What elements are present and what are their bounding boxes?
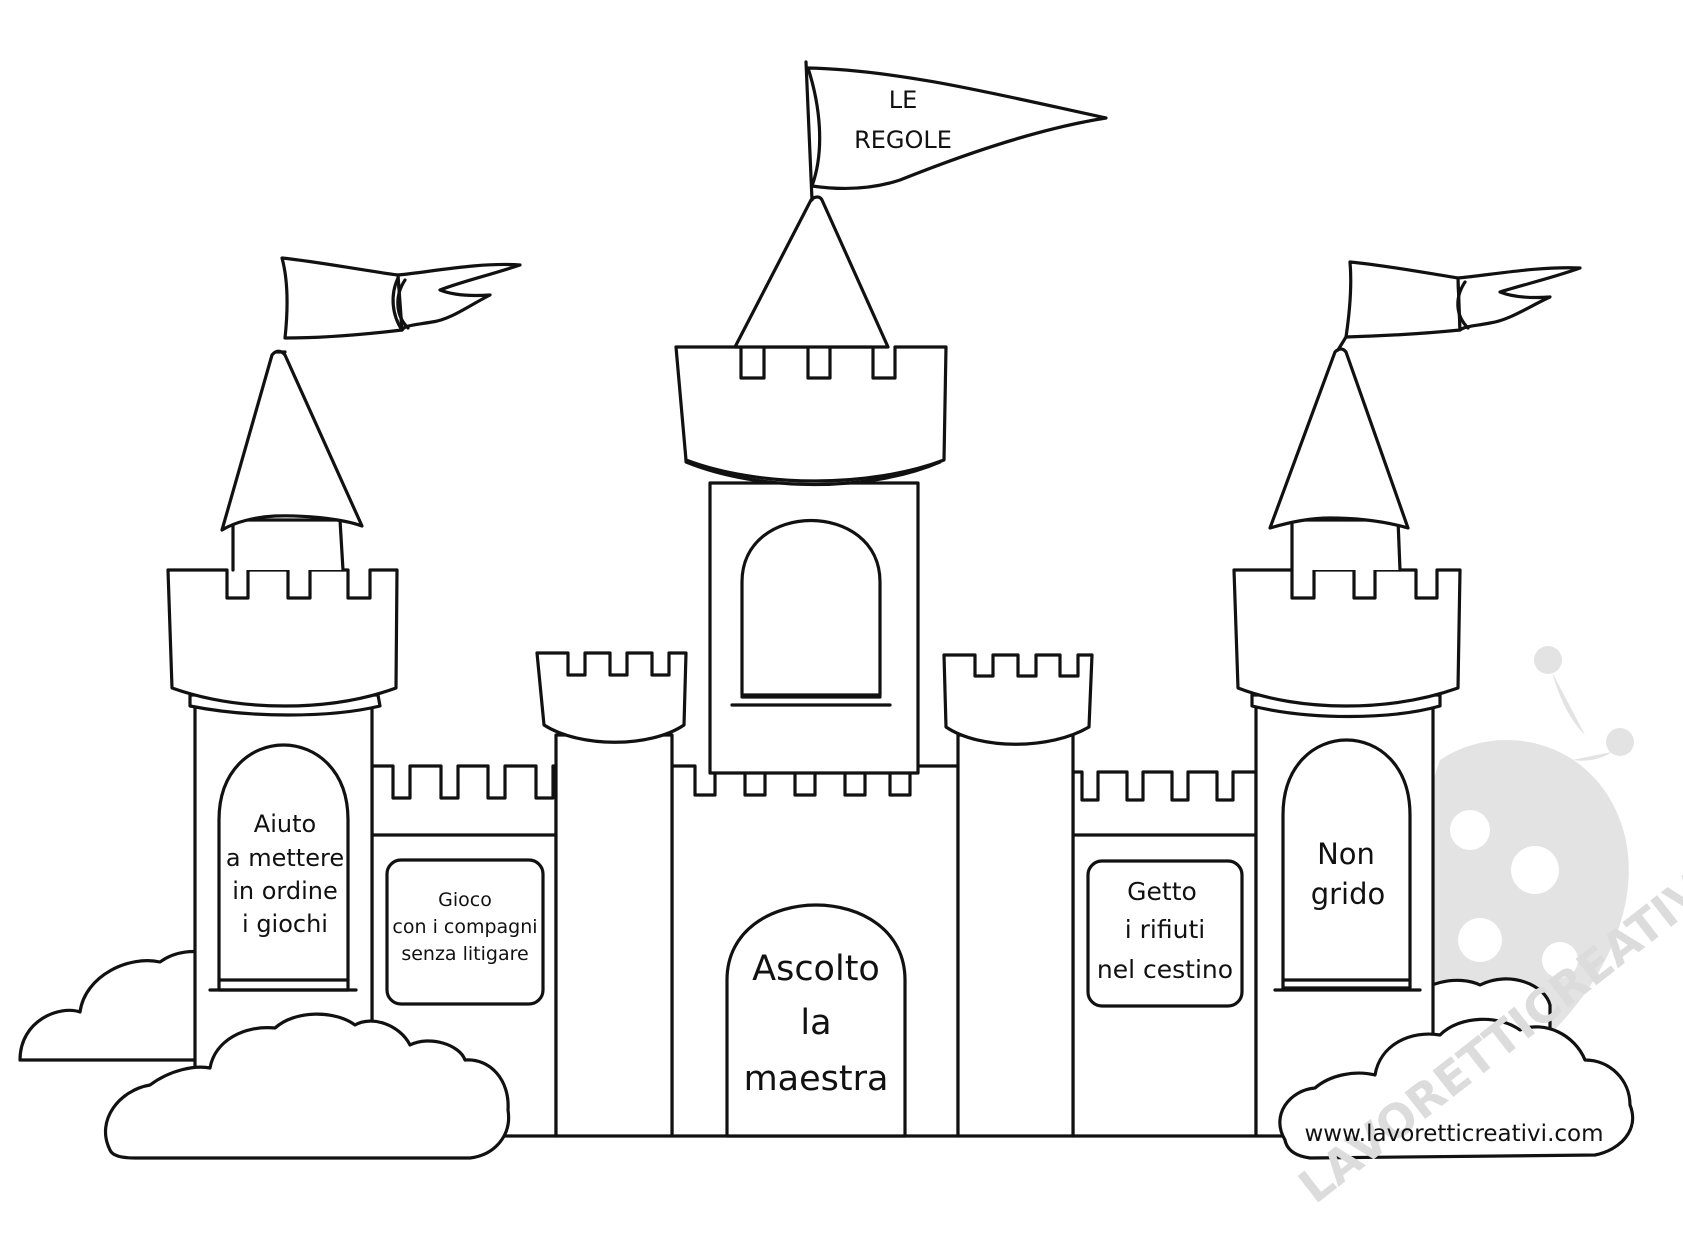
website-credit: www.lavoretticreativi.com <box>1304 1121 1603 1147</box>
rule-left-tower-line2: a mettere <box>226 844 344 872</box>
rule-right-wall: Getto i rifiuti nel cestino <box>1097 877 1233 984</box>
right-flag <box>1336 260 1582 352</box>
rule-left-tower-line4: i giochi <box>242 910 328 938</box>
left-flag <box>274 256 522 354</box>
rule-right-tower: Non grido <box>1311 837 1386 911</box>
central-tower <box>674 195 948 775</box>
right-tower <box>1232 347 1462 1138</box>
rule-left-tower-line1: Aiuto <box>254 810 316 838</box>
rule-right-wall-line3: nel cestino <box>1097 955 1233 984</box>
rule-left-tower: Aiuto a mettere in ordine i giochi <box>226 810 344 938</box>
flag-label-line1: LE <box>889 86 918 114</box>
rule-right-tower-line1: Non <box>1317 837 1375 871</box>
right-front-cloud <box>1278 1017 1635 1160</box>
rule-right-wall-line1: Getto <box>1127 877 1197 906</box>
left-inner-tower <box>535 651 688 1138</box>
flag-label-line2: REGOLE <box>854 126 952 154</box>
rule-right-tower-line2: grido <box>1311 877 1386 911</box>
rule-right-wall-line2: i rifiuti <box>1125 915 1205 944</box>
left-curtain-wall <box>370 764 558 1138</box>
rule-door: Ascolto la maestra <box>744 949 889 1099</box>
central-flag <box>804 60 1108 202</box>
rule-door-line1: Ascolto <box>752 949 880 989</box>
rule-left-wall-line3: senza litigare <box>401 943 528 965</box>
flag-label: LE REGOLE <box>854 86 952 154</box>
rule-left-wall-line2: con i compagni <box>392 916 537 938</box>
right-inner-tower <box>942 653 1094 1138</box>
rule-left-wall: Gioco con i compagni senza litigare <box>392 889 537 965</box>
central-keep-wall <box>670 764 960 1138</box>
right-curtain-wall <box>1071 770 1258 1138</box>
rule-door-line3: maestra <box>744 1059 889 1099</box>
rule-left-wall-line1: Gioco <box>438 889 492 911</box>
rule-door-line2: la <box>800 1003 831 1043</box>
left-front-cloud <box>103 1012 511 1160</box>
left-tower <box>166 349 399 1138</box>
rule-left-tower-line3: in ordine <box>232 877 338 905</box>
